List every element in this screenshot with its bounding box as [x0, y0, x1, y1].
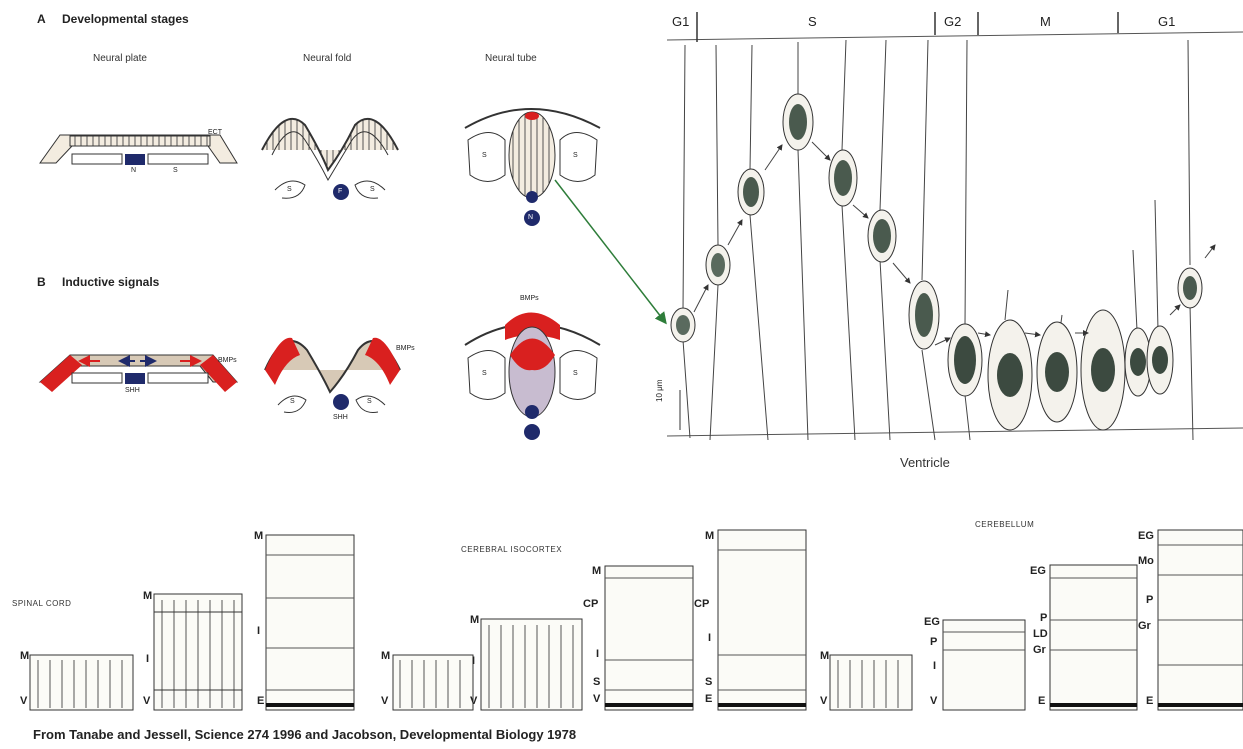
somite-label-tube-left: S	[482, 152, 487, 159]
layer-v-8: V	[820, 695, 827, 707]
somite-label-b-tube-right: S	[573, 370, 578, 377]
layer-p-9: P	[930, 636, 937, 648]
neural-plate-diagram	[40, 135, 237, 165]
layer-eg-11: EG	[1138, 530, 1154, 542]
phase-g1-label: G1	[672, 14, 689, 29]
layer-p-11: P	[1146, 594, 1153, 606]
layer-m-2: M	[143, 590, 152, 602]
layer-v-6: V	[593, 693, 600, 705]
layer-i-5: I	[472, 655, 475, 667]
layer-e-7: E	[705, 693, 712, 705]
layer-m-1: M	[20, 650, 29, 662]
layer-cp-6: CP	[583, 598, 598, 610]
layer-gr-11: Gr	[1138, 620, 1151, 632]
shh-label-fold: SHH	[333, 414, 348, 421]
layer-v-5: V	[470, 695, 477, 707]
scale-bar-label: 10 μm	[655, 380, 664, 402]
neural-fold-signals-diagram	[265, 338, 400, 413]
somite-label-b-right: S	[367, 398, 372, 405]
phase-m-label: M	[1040, 14, 1051, 29]
layer-i-3: I	[257, 625, 260, 637]
layer-m-6: M	[592, 565, 601, 577]
neural-tube-diagram	[465, 109, 600, 226]
neural-fold-diagram	[262, 119, 398, 200]
bmps-label-plate: BMPs	[218, 357, 237, 364]
layer-e-3: E	[257, 695, 264, 707]
notochord-label-tube: N	[528, 214, 533, 221]
layer-mo-11: Mo	[1138, 555, 1154, 567]
layer-e-11: E	[1146, 695, 1153, 707]
cerebral-isocortex-label: CEREBRAL ISOCORTEX	[461, 545, 562, 554]
layer-m-7: M	[705, 530, 714, 542]
layer-i-6: I	[596, 648, 599, 660]
phase-g1-end-label: G1	[1158, 14, 1175, 29]
spinal-cord-label: SPINAL CORD	[12, 599, 71, 608]
layer-p-10: P	[1040, 612, 1047, 624]
somite-label-a: S	[173, 167, 178, 174]
somite-label-b-tube-left: S	[482, 370, 487, 377]
layer-cp-7: CP	[694, 598, 709, 610]
layer-e-10: E	[1038, 695, 1045, 707]
somite-label-fold-left: S	[287, 186, 292, 193]
layer-v-2: V	[143, 695, 150, 707]
bmps-label-tube: BMPs	[520, 295, 539, 302]
cerebellum-label: CEREBELLUM	[975, 520, 1034, 529]
layer-v-1: V	[20, 695, 27, 707]
histogenesis-columns	[30, 530, 1243, 710]
bmps-label-fold: BMPs	[396, 345, 415, 352]
citation-text: From Tanabe and Jessell, Science 274 199…	[33, 727, 576, 742]
layer-s-7: S	[705, 676, 712, 688]
ect-label: ECT	[208, 129, 222, 136]
layer-m-4: M	[381, 650, 390, 662]
ventricle-label: Ventricle	[900, 455, 950, 470]
layer-i-2: I	[146, 653, 149, 665]
layer-ld-10: LD	[1033, 628, 1048, 640]
layer-eg-10: EG	[1030, 565, 1046, 577]
phase-g2-label: G2	[944, 14, 961, 29]
layer-v-4: V	[381, 695, 388, 707]
somite-label-tube-right: S	[573, 152, 578, 159]
floor-plate-label: F	[338, 188, 342, 195]
layer-s-6: S	[593, 676, 600, 688]
interkinetic-migration-diagram	[667, 12, 1243, 440]
layer-m-8: M	[820, 650, 829, 662]
somite-label-b-left: S	[290, 398, 295, 405]
layer-i-9: I	[933, 660, 936, 672]
layer-m-5: M	[470, 614, 479, 626]
shh-label-plate: SHH	[125, 387, 140, 394]
layer-i-7: I	[708, 632, 711, 644]
notochord-label-a: N	[131, 167, 136, 174]
somite-label-fold-right: S	[370, 186, 375, 193]
layer-eg-9: EG	[924, 616, 940, 628]
layer-gr-10: Gr	[1033, 644, 1046, 656]
layer-m-3: M	[254, 530, 263, 542]
layer-v-9: V	[930, 695, 937, 707]
phase-s-label: S	[808, 14, 817, 29]
